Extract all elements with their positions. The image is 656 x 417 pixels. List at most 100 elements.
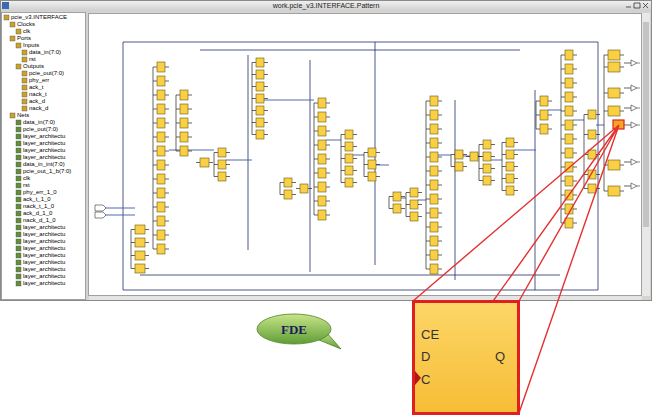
logic-cell bbox=[430, 180, 438, 190]
scrollbar-thumb bbox=[643, 22, 649, 227]
output-wire bbox=[624, 125, 631, 126]
logic-cell bbox=[540, 124, 548, 134]
output-buffer-symbol bbox=[631, 105, 640, 111]
output-wire bbox=[624, 186, 631, 187]
logic-cell bbox=[565, 50, 573, 60]
logic-cell bbox=[345, 178, 353, 187]
schematic-cells bbox=[4, 15, 640, 286]
bus-wire bbox=[451, 155, 452, 167]
logic-cell bbox=[430, 194, 438, 204]
logic-cell bbox=[180, 146, 188, 156]
logic-cell bbox=[608, 62, 620, 72]
tree-icon bbox=[16, 120, 21, 125]
output-buffer-symbol bbox=[631, 183, 640, 189]
logic-cell bbox=[565, 106, 573, 116]
logic-cell bbox=[393, 204, 401, 213]
bus-wire bbox=[153, 67, 154, 249]
tree-icon bbox=[16, 127, 21, 132]
output-buffer-symbol bbox=[631, 122, 640, 128]
logic-cell bbox=[565, 148, 573, 158]
output-buffer-symbol bbox=[631, 85, 640, 91]
tree-icon bbox=[16, 29, 21, 34]
logic-cell bbox=[565, 92, 573, 102]
tree-icon bbox=[22, 85, 27, 90]
logic-cell bbox=[506, 138, 514, 147]
clock-triangle bbox=[415, 371, 421, 385]
logic-cell bbox=[318, 196, 326, 206]
tree-icon bbox=[16, 197, 21, 202]
tree-item: nack_d_1_0 bbox=[23, 217, 56, 224]
logic-cell bbox=[608, 160, 620, 170]
logic-cell bbox=[430, 96, 438, 106]
tree-icon bbox=[16, 190, 21, 195]
logic-cell bbox=[318, 112, 326, 122]
tree-icon bbox=[16, 64, 21, 69]
tree-item: data_in(7:0) bbox=[29, 49, 61, 56]
tree-item: pcie_v3.INTERFACE bbox=[11, 14, 67, 21]
tree-item: layer_architectu bbox=[23, 154, 65, 161]
tree-item: data_in(7:0) bbox=[23, 119, 55, 126]
tree-item: ack_d_1_0 bbox=[23, 210, 52, 217]
output-wire bbox=[624, 88, 631, 89]
logic-cell bbox=[506, 162, 514, 171]
tree-item: layer_architectu bbox=[23, 280, 65, 287]
logic-cell bbox=[135, 251, 145, 260]
tree-icon bbox=[16, 246, 21, 251]
logic-cell bbox=[588, 130, 596, 139]
tree-icon bbox=[22, 92, 27, 97]
logic-cell bbox=[540, 110, 548, 120]
tree-item: pcie_out(7:0) bbox=[23, 126, 58, 133]
tree-item: rst bbox=[23, 182, 30, 189]
logic-cell bbox=[284, 178, 292, 187]
logic-cell bbox=[410, 212, 418, 221]
tree-item: layer_architectu bbox=[23, 238, 65, 245]
tree-item: Clocks bbox=[17, 21, 35, 28]
logic-cell bbox=[256, 94, 264, 103]
output-wire bbox=[624, 108, 631, 109]
logic-cell bbox=[256, 130, 264, 139]
tree-icon bbox=[16, 43, 21, 48]
tree-item: Outputs bbox=[23, 63, 44, 70]
tree-item: Inputs bbox=[23, 42, 39, 49]
logic-cell bbox=[430, 110, 438, 120]
tree-item: clk bbox=[23, 28, 30, 35]
logic-cell bbox=[506, 150, 514, 159]
tree-icon bbox=[16, 260, 21, 265]
logic-cell bbox=[157, 76, 165, 86]
tree-item: nack_t bbox=[29, 91, 47, 98]
tree-icon bbox=[16, 274, 21, 279]
logic-cell bbox=[318, 126, 326, 136]
logic-cell bbox=[565, 64, 573, 74]
tree-item: layer_architectu bbox=[23, 266, 65, 273]
logic-cell bbox=[430, 236, 438, 246]
logic-cell bbox=[410, 188, 418, 197]
logic-cell bbox=[470, 152, 478, 161]
tree-item: ack_d bbox=[29, 98, 45, 105]
logic-cell bbox=[218, 172, 226, 181]
bus-wire bbox=[389, 197, 390, 209]
logic-cell bbox=[565, 134, 573, 144]
logic-cell bbox=[318, 168, 326, 178]
logic-cell bbox=[368, 148, 376, 157]
tree-icon bbox=[22, 50, 27, 55]
logic-cell bbox=[157, 118, 165, 128]
tree-item: Nets bbox=[17, 112, 29, 119]
logic-cell bbox=[506, 174, 514, 183]
logic-cell bbox=[588, 110, 596, 119]
tree-item: nack_d bbox=[29, 105, 48, 112]
logic-cell bbox=[483, 164, 491, 173]
tree-icon bbox=[16, 211, 21, 216]
logic-cell bbox=[200, 158, 209, 167]
logic-cell bbox=[565, 120, 573, 130]
logic-cell bbox=[430, 208, 438, 218]
window-title: work.pcie_v3.INTERFACE.Pattern bbox=[273, 1, 380, 10]
tree-icon bbox=[4, 15, 9, 20]
logic-cell bbox=[157, 160, 165, 170]
callout-ellipse bbox=[257, 314, 331, 344]
window-icon bbox=[2, 2, 9, 9]
logic-cell bbox=[430, 152, 438, 162]
tree-item: phy_err bbox=[29, 77, 49, 84]
logic-cell bbox=[430, 124, 438, 134]
tree-icon bbox=[16, 281, 21, 286]
logic-cell bbox=[180, 104, 188, 114]
